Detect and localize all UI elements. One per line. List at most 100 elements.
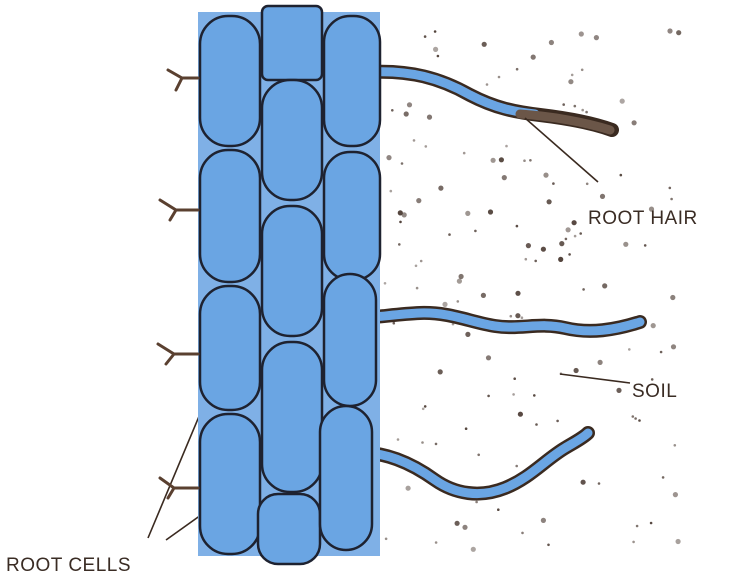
soil-particle (465, 427, 468, 430)
root-hair-label: ROOT HAIR (588, 208, 698, 229)
soil-particle (434, 30, 437, 33)
root-cell (262, 80, 322, 200)
soil-particle (620, 99, 625, 104)
soil-particle (556, 420, 559, 423)
soil-particle (558, 257, 563, 262)
soil-particle (676, 30, 681, 35)
soil-particle (670, 198, 673, 201)
soil-particle (518, 412, 523, 417)
soil-particle (407, 102, 412, 107)
soil-particle (572, 220, 577, 225)
soil-particle (581, 480, 586, 485)
soil-particle (533, 394, 536, 397)
root-cell (200, 414, 260, 554)
soil-particle (385, 538, 388, 541)
soil-particle (598, 360, 603, 365)
soil-particle (620, 174, 623, 177)
soil-particle (568, 79, 573, 84)
soil-particle (513, 377, 516, 380)
soil-particle (585, 111, 588, 114)
soil-particle (457, 279, 462, 284)
soil-particle (488, 209, 493, 214)
soil-particle (416, 287, 419, 290)
soil-particle (526, 243, 531, 248)
soil-particle (547, 544, 550, 547)
soil-particle (457, 300, 460, 303)
soil-particle (393, 322, 396, 325)
soil-particle (482, 42, 487, 47)
soil-particle (390, 190, 393, 193)
soil-particle (471, 547, 476, 552)
soil-particle (562, 103, 565, 106)
soil-particle (437, 55, 440, 58)
soil-particle (516, 68, 519, 71)
soil-particle (669, 187, 672, 190)
soil-particle (433, 47, 438, 52)
root-cells (200, 6, 380, 564)
soil-particle (384, 282, 387, 285)
soil-particle (565, 238, 568, 241)
soil-particle (568, 253, 571, 256)
root-hair-upper (370, 72, 612, 130)
soil-particle (574, 235, 577, 238)
soil-particle (510, 315, 513, 318)
soil-particle (535, 423, 538, 426)
soil-particle (541, 247, 546, 252)
soil-particle (671, 344, 676, 349)
soil-particle (413, 139, 416, 142)
soil-particle (425, 145, 428, 148)
soil-particle (628, 348, 631, 351)
soil-particle (602, 283, 607, 288)
soil-particle (574, 368, 579, 373)
soil-particle (474, 230, 477, 233)
soil-particle (521, 532, 524, 535)
soil-particle (421, 441, 424, 444)
soil-particle (634, 417, 637, 420)
soil-particle (462, 525, 467, 530)
soil-particle (406, 486, 411, 491)
soil-particle (422, 408, 425, 411)
root-spike (158, 344, 198, 364)
root-cell (262, 206, 322, 336)
soil-particle (498, 76, 501, 79)
soil-particle (521, 316, 524, 319)
soil-particle (582, 288, 585, 291)
soil-particle (638, 419, 641, 422)
root-hair-middle (355, 313, 640, 331)
soil-particle (574, 105, 577, 108)
soil-particle (598, 482, 601, 485)
soil-particle (571, 74, 574, 77)
soil-particle (427, 115, 432, 120)
soil-particle (650, 522, 653, 525)
soil-particle (566, 227, 571, 232)
soil-particle (531, 55, 536, 60)
soil-label: SOIL (632, 381, 677, 402)
root-cell (200, 286, 260, 410)
soil-particle (579, 31, 584, 36)
root-cells-label: ROOT CELLS (6, 555, 131, 576)
root-hair-lower (355, 433, 588, 494)
soil-particle (404, 111, 409, 116)
soil-particle (547, 199, 552, 204)
soil-particle (594, 35, 599, 40)
root-cell (324, 16, 380, 146)
soil-particle (660, 351, 663, 354)
soil-particle (463, 152, 466, 155)
soil-particle (424, 405, 427, 408)
soil-particle (525, 258, 528, 261)
soil-particle (644, 244, 647, 247)
soil-particle (670, 295, 675, 300)
soil-particle (515, 313, 520, 318)
soil-particle (391, 109, 394, 112)
soil-particle (486, 355, 491, 360)
soil-particle (442, 302, 447, 307)
soil-particle (477, 454, 480, 457)
soil-particle (632, 415, 635, 418)
root-spike (168, 70, 198, 90)
soil-particle (455, 521, 460, 526)
soil-particle (667, 28, 672, 33)
soil-particle (534, 260, 537, 263)
soil-particle (581, 69, 584, 72)
root-hairs (355, 72, 640, 494)
